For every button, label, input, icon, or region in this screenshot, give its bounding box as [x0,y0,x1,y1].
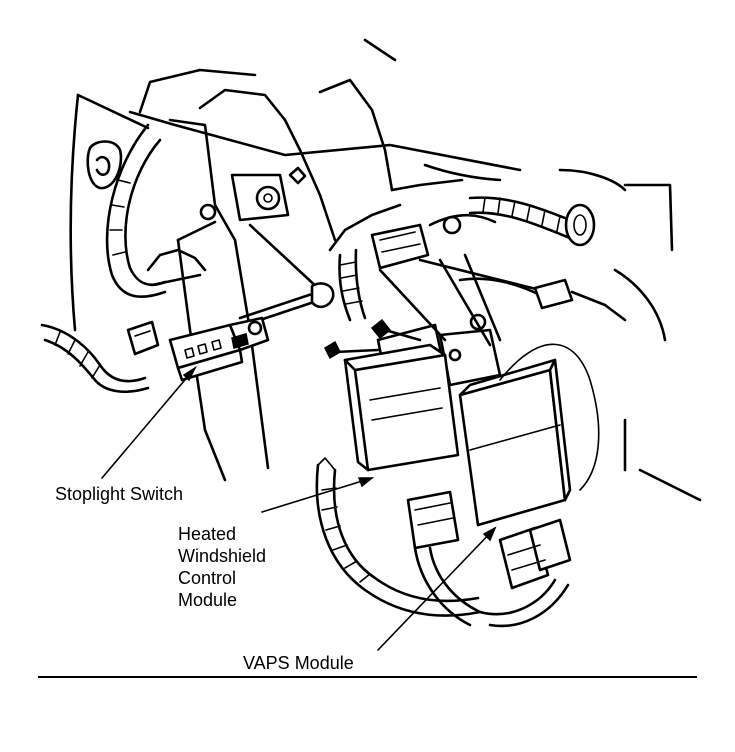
label-heated-windshield-control-module: Heated Windshield Control Module [178,523,266,611]
leader-lines [101,365,497,651]
label-line-1: Heated [178,524,237,544]
label-vaps-module: VAPS Module [243,653,354,673]
lower-connectors [406,490,572,590]
stoplight-leader [101,367,196,479]
vaps-module-part [458,343,600,527]
label-line-2: Windshield [178,546,267,566]
brake-pedal-arm [146,118,322,482]
stoplight-switch-part [168,316,270,382]
right-side-panel [558,168,702,502]
upper-right-harness [442,196,627,322]
label-stoplight-switch: Stoplight Switch [55,484,184,504]
vaps-leader [377,527,496,651]
lower-harness [315,457,570,628]
label-line-3: Control [178,568,237,588]
heated-windshield-leader [261,477,373,513]
heated-windshield-module-part [343,343,460,472]
label-line-4: Module [178,590,238,610]
center-harness [338,213,542,322]
left-kick-panel [69,93,150,332]
dash-structure [128,38,522,252]
left-wiring-harness [40,123,167,394]
